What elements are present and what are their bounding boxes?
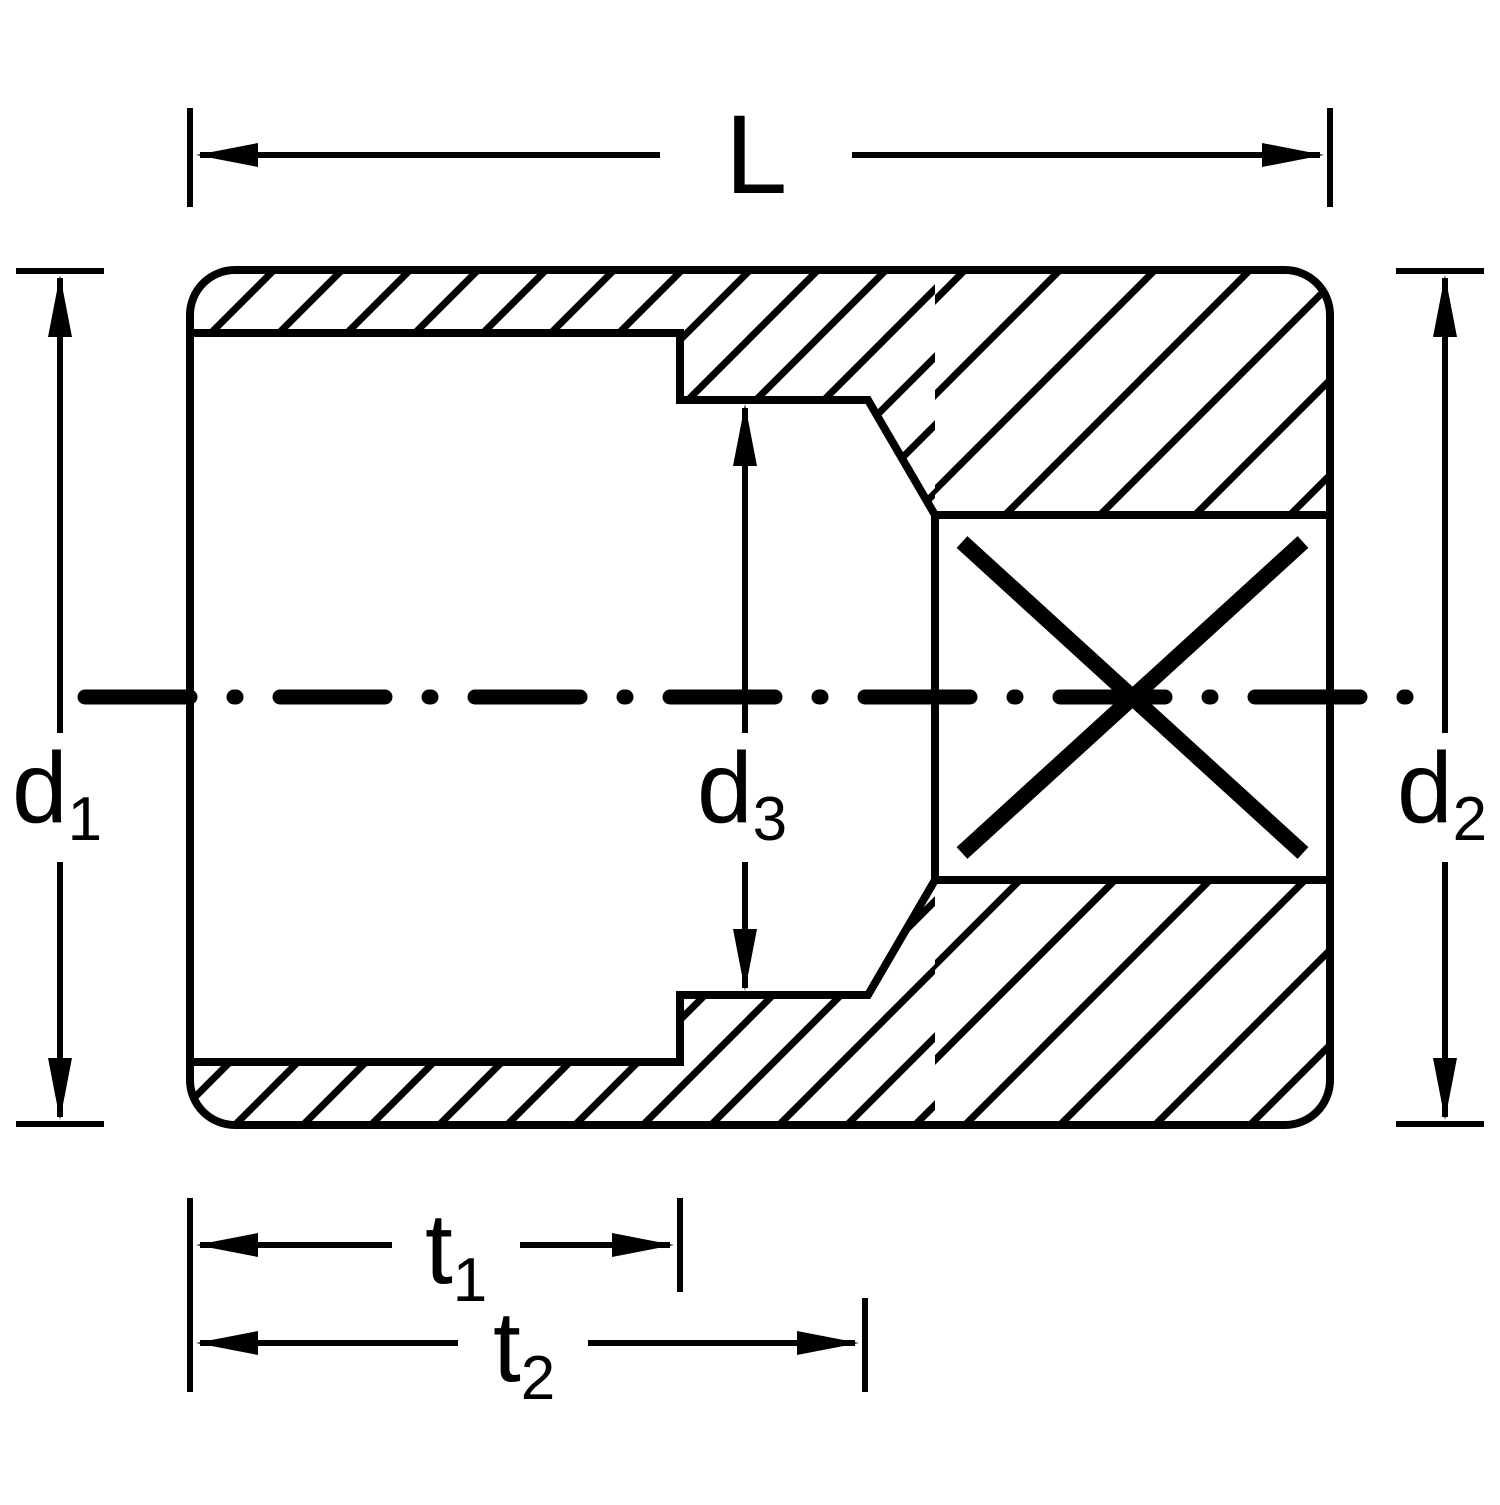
dim-d1-arrow-down-icon <box>48 1058 72 1120</box>
dim-d1-label: d1 <box>12 732 102 854</box>
dimension-t2: t2 <box>196 1291 868 1413</box>
hatch-bottom-left-section <box>190 880 935 1125</box>
hatch-bottom-right-section <box>935 880 1330 1125</box>
dim-L-label: L <box>725 92 787 217</box>
dim-d3-label: d3 <box>697 732 787 854</box>
dim-d2-arrow-down-icon <box>1433 1058 1457 1120</box>
dim-t2-arrow-right-icon <box>797 1331 859 1355</box>
dim-d2-arrow-up-icon <box>1433 275 1457 337</box>
socket-body <box>186 266 1334 1129</box>
dim-t1-arrow-right-icon <box>612 1233 674 1257</box>
outer-body-outline <box>186 266 1334 1129</box>
dimension-d2: d2 <box>1396 268 1487 1127</box>
dim-d3-arrow-up-icon <box>733 404 757 466</box>
hatch-top-left-section <box>190 270 935 515</box>
dim-t1-label: t1 <box>425 1193 487 1315</box>
dimension-d3: d3 <box>697 404 787 991</box>
hatch-top-right-section <box>935 270 1330 515</box>
dim-d1-arrow-up-icon <box>48 275 72 337</box>
dim-t2-label: t2 <box>493 1291 555 1413</box>
dim-d3-arrow-down-icon <box>733 929 757 991</box>
dimension-L: L <box>187 92 1333 217</box>
dim-L-arrow-left-icon <box>196 143 258 167</box>
dim-t1-arrow-left-icon <box>196 1233 258 1257</box>
dim-t2-arrow-left-icon <box>196 1331 258 1355</box>
dimension-t1: t1 <box>187 1193 683 1392</box>
dim-L-arrow-right-icon <box>1262 143 1324 167</box>
dimension-d1: d1 <box>12 268 104 1127</box>
dim-d2-label: d2 <box>1397 732 1487 854</box>
